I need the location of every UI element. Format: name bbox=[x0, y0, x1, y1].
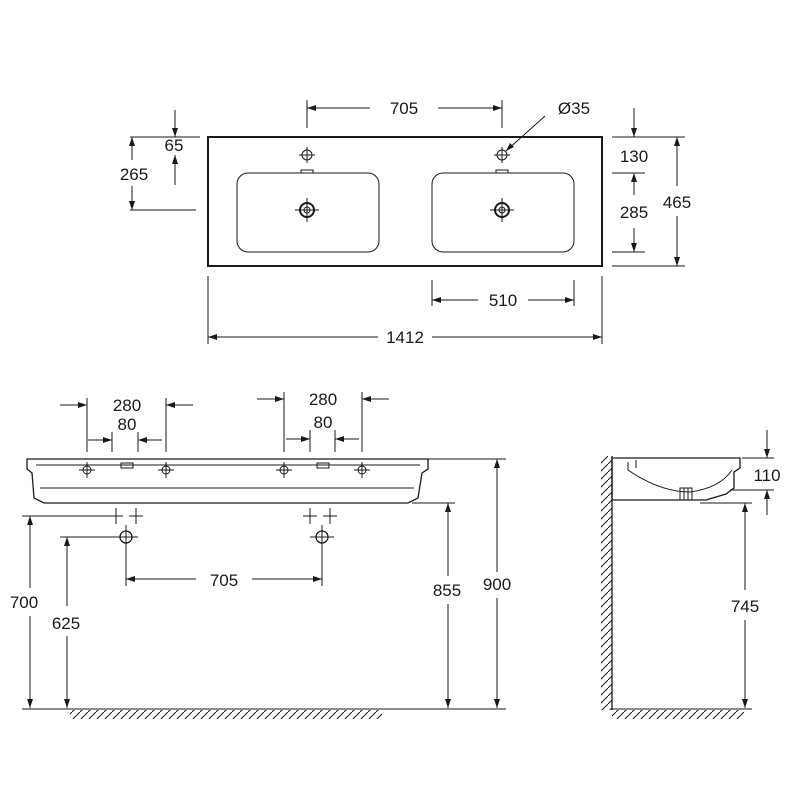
dim-left-280-80: 280 80 bbox=[60, 396, 193, 452]
bracket-height-label: 745 bbox=[731, 597, 759, 616]
edge-to-tap-label: 65 bbox=[165, 136, 184, 155]
side-wall bbox=[601, 456, 613, 710]
right-overflow bbox=[495, 169, 509, 174]
edge-to-drain-label: 265 bbox=[120, 165, 148, 184]
dim-front-right-heights: 855 900 bbox=[412, 458, 511, 708]
front-view: 280 80 280 80 bbox=[10, 390, 511, 719]
bowl-depth-label: 285 bbox=[620, 203, 648, 222]
front-drains bbox=[114, 525, 334, 549]
front-tap-holes bbox=[79, 462, 370, 478]
left-drain bbox=[295, 198, 319, 222]
dim-right-280-80: 280 80 bbox=[257, 390, 389, 452]
basin-side-section bbox=[611, 457, 741, 501]
right-outer-label: 280 bbox=[309, 390, 337, 409]
top-view: 705 Ø35 65 265 bbox=[120, 99, 691, 347]
left-inner-label: 80 bbox=[118, 415, 137, 434]
dim-total-width: 1412 bbox=[207, 276, 603, 347]
dim-bracket-height: 745 bbox=[700, 502, 759, 708]
hole-diameter-label: Ø35 bbox=[558, 99, 590, 118]
dim-drain-spacing: 705 bbox=[125, 549, 323, 590]
dim-front-left-heights: 700 625 bbox=[10, 515, 118, 708]
front-floor bbox=[22, 708, 506, 719]
basin-height-label: 110 bbox=[753, 466, 780, 485]
total-depth-label: 465 bbox=[663, 193, 691, 212]
dim-bowl-width: 510 bbox=[431, 280, 575, 310]
dim-tap-spacing-top: 705 bbox=[306, 99, 503, 128]
right-drain bbox=[490, 198, 514, 222]
dim-right-vertical-top: 130 285 465 bbox=[612, 108, 691, 267]
drain-spacing-label: 705 bbox=[210, 571, 238, 590]
side-view: 110 745 bbox=[601, 430, 781, 719]
right-tap-hole bbox=[494, 147, 510, 163]
dim-left-vertical-top: 65 265 bbox=[120, 110, 200, 211]
underside-height-label: 855 bbox=[433, 581, 461, 600]
left-tap-hole bbox=[299, 147, 315, 163]
waste-height-label: 700 bbox=[10, 593, 38, 612]
side-floor bbox=[612, 708, 752, 719]
right-inner-label: 80 bbox=[314, 413, 333, 432]
total-width-label: 1412 bbox=[386, 328, 424, 347]
basin-front-outline bbox=[26, 458, 429, 504]
dim-basin-height: 110 bbox=[730, 430, 781, 515]
left-overflow bbox=[300, 169, 314, 174]
left-outer-label: 280 bbox=[113, 396, 141, 415]
basin-top-outline bbox=[207, 136, 603, 267]
side-drain-fitting bbox=[679, 487, 693, 501]
drain-height-label: 625 bbox=[52, 614, 80, 633]
bowl-inset-label: 130 bbox=[620, 147, 648, 166]
top-height-label: 900 bbox=[483, 575, 511, 594]
front-waste-points bbox=[109, 508, 337, 524]
tap-spacing-label: 705 bbox=[390, 99, 418, 118]
bowl-width-label: 510 bbox=[489, 291, 517, 310]
dim-hole-diameter: Ø35 bbox=[505, 99, 590, 152]
